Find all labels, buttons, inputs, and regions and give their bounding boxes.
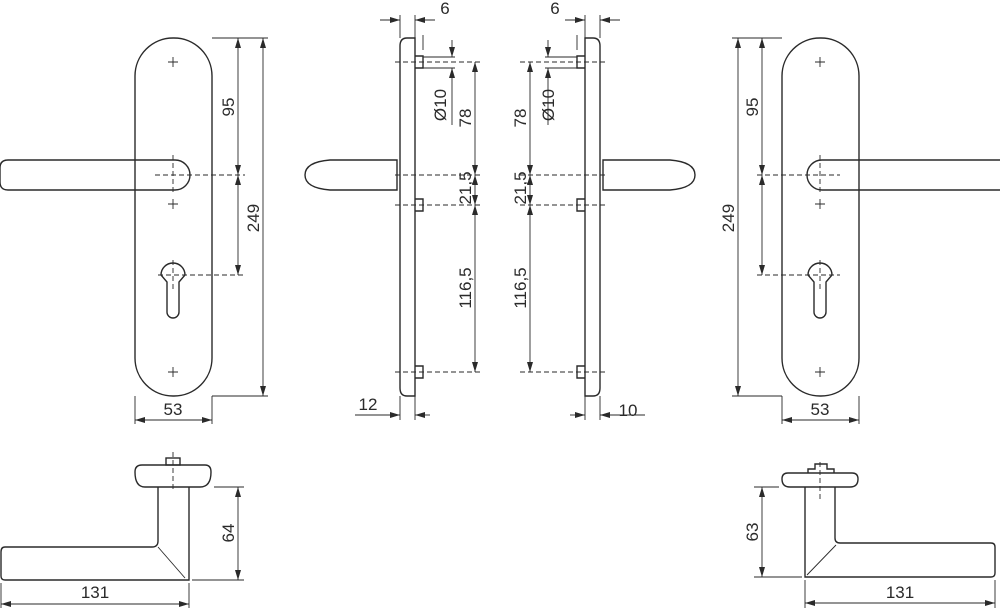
dim-53: 53 — [811, 400, 830, 419]
dim-78: 78 — [511, 109, 530, 128]
lever-handle — [806, 159, 1000, 191]
dim-21-5: 21,5 — [511, 171, 530, 204]
backplate — [134, 37, 213, 397]
dim-6: 6 — [440, 0, 449, 18]
dim-95: 95 — [219, 98, 238, 117]
dim-10: 10 — [619, 401, 638, 420]
dim-21-5: 21,5 — [456, 171, 475, 204]
backplate — [781, 37, 860, 397]
dim-53: 53 — [164, 400, 183, 419]
dim-6: 6 — [550, 0, 559, 18]
dim-63: 63 — [743, 523, 762, 542]
dim-131: 131 — [886, 583, 914, 602]
dim-12: 12 — [359, 395, 378, 414]
backplate-side — [584, 37, 601, 397]
side-view-right: 6 Ø10 78 21,5 116,5 10 — [511, 0, 696, 420]
dim-249: 249 — [719, 204, 738, 232]
front-view-right: 95 249 53 — [719, 37, 1000, 424]
rosette — [781, 472, 859, 488]
dim-78: 78 — [456, 109, 475, 128]
dim-116-5: 116,5 — [511, 267, 530, 308]
lever-body — [0, 487, 190, 581]
lever-handle — [0, 159, 191, 191]
dim-131: 131 — [81, 583, 109, 602]
dim-249: 249 — [244, 204, 263, 232]
dim-64: 64 — [219, 524, 238, 543]
dim-116-5: 116,5 — [456, 267, 475, 308]
dim-diameter-10: Ø10 — [431, 89, 450, 121]
front-view-left: 95 249 53 — [0, 37, 268, 424]
side-view-left: 6 Ø10 78 21,5 116,5 12 — [304, 0, 480, 420]
lever-top-view-left: 64 131 — [0, 452, 244, 608]
lever-body — [804, 487, 996, 578]
rosette — [134, 464, 212, 488]
backplate-side — [399, 37, 416, 397]
dim-diameter-10: Ø10 — [539, 89, 558, 121]
dim-95: 95 — [743, 98, 762, 117]
lever-side — [304, 159, 398, 191]
lever-top-view-right: 63 131 — [743, 462, 996, 608]
lever-side — [602, 159, 696, 191]
screw-marks — [168, 57, 178, 377]
